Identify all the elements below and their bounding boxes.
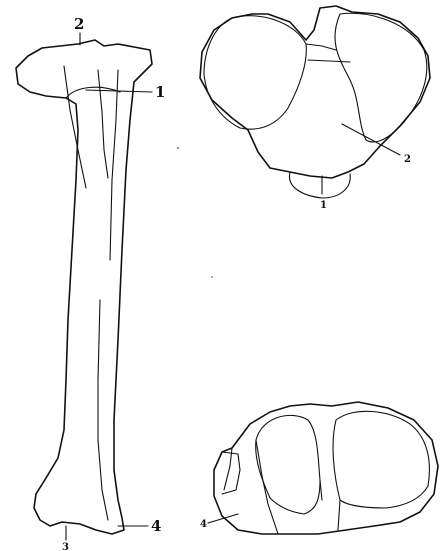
label-long-bone-4: 4 bbox=[151, 517, 161, 535]
distal-left-facet bbox=[256, 415, 320, 514]
proximal-left-condyle bbox=[204, 16, 306, 129]
long-bone-shaft-line bbox=[98, 300, 108, 520]
distal-end-view: 4 bbox=[200, 402, 438, 534]
long-bone-outline bbox=[16, 40, 152, 534]
proximal-end-view: 1 2 bbox=[200, 6, 430, 211]
leader-line-distal-4 bbox=[208, 514, 238, 523]
scan-speck bbox=[177, 147, 179, 149]
distal-malleolus bbox=[222, 448, 240, 494]
leader-line-proximal-2 bbox=[342, 124, 400, 155]
label-proximal-1: 1 bbox=[320, 200, 327, 211]
long-bone-articular-area bbox=[66, 87, 120, 98]
label-long-bone-3: 3 bbox=[62, 542, 69, 551]
proximal-tubercle bbox=[289, 172, 350, 198]
label-distal-4: 4 bbox=[200, 519, 207, 530]
label-proximal-2: 2 bbox=[404, 154, 411, 165]
proximal-intercondylar-line bbox=[306, 44, 350, 62]
distal-right-facet bbox=[333, 411, 429, 508]
distal-end-outline bbox=[214, 402, 438, 534]
long-bone-crest-middle bbox=[98, 70, 108, 178]
long-bone-crest-left bbox=[64, 66, 86, 188]
label-long-bone-2: 2 bbox=[74, 15, 84, 33]
label-long-bone-1: 1 bbox=[155, 83, 165, 101]
long-bone-crest-right bbox=[110, 70, 118, 260]
long-bone-view: 1 2 3 4 bbox=[16, 15, 165, 551]
distal-medial-ridge bbox=[256, 440, 340, 534]
scan-speck bbox=[211, 276, 213, 278]
